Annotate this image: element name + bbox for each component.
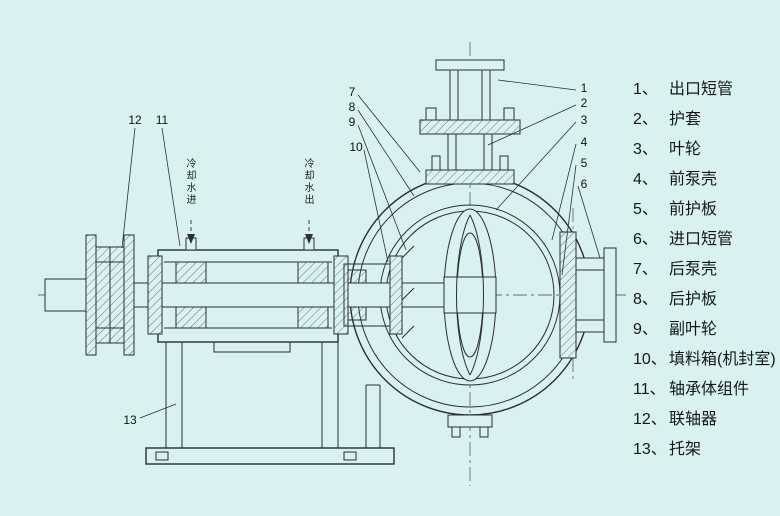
legend-item-3: 3、 叶轮 — [633, 132, 778, 162]
callout-numbers: 12 11 7 8 9 10 1 2 3 4 5 6 13 — [123, 81, 587, 427]
legend-item-5: 5、 前护板 — [633, 192, 778, 222]
callout-2: 2 — [581, 96, 588, 110]
legend-num: 3、 — [633, 141, 658, 158]
legend-item-6: 6、 进口短管 — [633, 222, 778, 252]
legend-num: 12、 — [633, 411, 667, 428]
auxiliary-impeller — [401, 245, 415, 339]
legend-num: 1、 — [633, 81, 658, 98]
callout-4: 4 — [581, 135, 588, 149]
pump-cross-section-diagram: 12 11 7 8 9 10 1 2 3 4 5 6 13 — [38, 42, 626, 486]
legend-label: 进口短管 — [669, 231, 734, 248]
callout-13: 13 — [123, 413, 137, 427]
legend-label: 后泵壳 — [669, 261, 718, 278]
legend-item-11: 11、 轴承体组件 — [633, 372, 778, 402]
callout-10: 10 — [349, 140, 363, 154]
legend-num: 4、 — [633, 171, 658, 188]
legend-item-12: 12、 联轴器 — [633, 402, 778, 432]
legend-label: 出口短管 — [669, 81, 734, 98]
legend-num: 5、 — [633, 201, 658, 218]
legend-item-4: 4、 前泵壳 — [633, 162, 778, 192]
callout-7: 7 — [349, 85, 356, 99]
legend-item-8: 8、 后护板 — [633, 282, 778, 312]
stud-bolt — [499, 155, 509, 171]
arrow-down-icon — [187, 234, 195, 244]
cooling-water-out-label: 冷却水出 — [302, 158, 313, 206]
coupling — [85, 234, 135, 356]
legend-label: 填料箱(机封室) — [669, 351, 776, 368]
arrow-down-icon — [305, 234, 313, 244]
pump-shaft — [44, 278, 471, 312]
legend-num: 11、 — [633, 381, 666, 398]
callout-3: 3 — [581, 113, 588, 127]
cooling-water-in-label: 冷却水进 — [184, 158, 195, 206]
legend-label: 前泵壳 — [669, 171, 718, 188]
legend-num: 10、 — [633, 351, 667, 368]
legend-num: 13、 — [633, 441, 667, 458]
drain-flange — [447, 414, 493, 438]
legend-item-9: 9、 副叶轮 — [633, 312, 778, 342]
legend-num: 2、 — [633, 111, 658, 128]
cooling-arrows — [187, 220, 313, 244]
legend-label: 轴承体组件 — [669, 381, 750, 398]
flange-bolt — [503, 107, 515, 121]
legend-item-13: 13、 托架 — [633, 432, 778, 462]
callout-leaders — [121, 79, 601, 419]
legend-num: 8、 — [633, 291, 658, 308]
legend-label: 联轴器 — [669, 411, 718, 428]
legend-label: 托架 — [669, 441, 702, 458]
legend-label: 护套 — [669, 111, 702, 128]
callout-8: 8 — [349, 100, 356, 114]
inlet-pipe-assembly — [559, 231, 617, 359]
callout-11: 11 — [156, 113, 169, 127]
callout-5: 5 — [581, 156, 588, 170]
parts-legend: 1、 出口短管 2、 护套 3、 叶轮 4、 前泵壳 5、 前护板 6、 进口短… — [633, 72, 778, 462]
callout-6: 6 — [581, 177, 588, 191]
callout-9: 9 — [349, 115, 356, 129]
legend-item-7: 7、 后泵壳 — [633, 252, 778, 282]
legend-label: 叶轮 — [669, 141, 702, 158]
callout-1: 1 — [581, 81, 588, 95]
legend-num: 7、 — [633, 261, 658, 278]
legend-item-2: 2、 护套 — [633, 102, 778, 132]
flange-bolt — [425, 107, 437, 121]
stuffing-box — [343, 255, 403, 335]
legend-item-10: 10、 填料箱(机封室) — [633, 342, 778, 372]
legend-label: 后护板 — [669, 291, 718, 308]
legend-num: 9、 — [633, 321, 658, 338]
impeller — [443, 208, 497, 382]
legend-item-1: 1、 出口短管 — [633, 72, 778, 102]
stud-bolt — [431, 155, 441, 171]
outlet-pipe-assembly — [419, 59, 521, 185]
support-bracket — [145, 342, 395, 465]
legend-label: 前护板 — [669, 201, 718, 218]
legend-label: 副叶轮 — [669, 321, 718, 338]
legend-num: 6、 — [633, 231, 658, 248]
callout-12: 12 — [128, 113, 142, 127]
